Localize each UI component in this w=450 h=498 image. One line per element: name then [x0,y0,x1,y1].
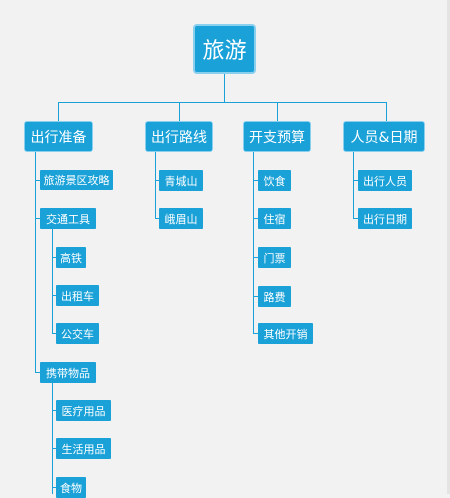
subnode-b1-3-3[interactable]: 食物 [56,477,86,498]
connector-branch-4 [386,102,387,121]
connector-b1-c2-trunk [52,229,53,334]
connector-b3-c1 [253,180,258,181]
connector-b1-c3-g1 [52,410,56,411]
connector-b1-c2-g2 [52,295,56,296]
connector-b1-c2-g1 [52,257,56,258]
subnode-b2-1[interactable]: 青城山 [159,170,203,191]
subnode-b3-3[interactable]: 门票 [258,247,291,268]
connector-b3-c5 [253,333,258,334]
subnode-b1-2[interactable]: 交通工具 [40,208,96,229]
subnode-b3-2[interactable]: 住宿 [258,208,291,229]
subnode-b4-2[interactable]: 出行日期 [358,208,412,229]
connector-b2-c1 [155,180,159,181]
connector-b4-trunk [353,152,354,219]
connector-b1-c3 [35,372,40,373]
subnode-b3-1[interactable]: 饮食 [258,170,291,191]
connector-b1-c3-g3 [52,487,56,488]
connector-b3-trunk [253,152,254,334]
branch-node-3[interactable]: 开支预算 [243,121,311,152]
connector-branch-2 [179,102,180,121]
subnode-b1-3-2[interactable]: 生活用品 [56,438,111,459]
connector-b2-trunk [155,152,156,219]
subnode-b1-1[interactable]: 旅游景区攻略 [40,170,113,190]
subnode-b1-3-1[interactable]: 医疗用品 [56,400,111,421]
root-node[interactable]: 旅游 [193,24,256,74]
subnode-b4-1[interactable]: 出行人员 [358,170,412,191]
connector-b4-c1 [353,180,358,181]
branch-node-2[interactable]: 出行路线 [145,121,213,152]
subnode-b1-2-1[interactable]: 高铁 [56,247,86,268]
branch-node-1[interactable]: 出行准备 [24,121,93,152]
connector-b2-c2 [155,218,159,219]
connector-root-down [224,74,225,103]
page-edge [447,0,450,494]
connector-b3-c4 [253,296,258,297]
connector-branch-3 [277,102,278,121]
subnode-b3-4[interactable]: 路费 [258,286,291,307]
connector-b1-c3-g2 [52,448,56,449]
connector-b1-trunk [35,152,36,373]
connector-b1-c2 [35,218,40,219]
branch-node-4[interactable]: 人员&日期 [343,121,425,152]
subnode-b1-2-3[interactable]: 公交车 [56,323,99,344]
connector-b1-c1 [35,180,40,181]
subnode-b1-3[interactable]: 携带物品 [40,362,96,383]
connector-b1-c3-trunk [52,383,53,494]
subnode-b1-2-2[interactable]: 出租车 [56,285,99,306]
connector-b4-c2 [353,218,358,219]
connector-branch-bar [58,102,386,103]
connector-branch-1 [58,102,59,121]
subnode-b2-2[interactable]: 峨眉山 [159,208,203,229]
connector-b3-c3 [253,257,258,258]
subnode-b3-5[interactable]: 其他开销 [258,323,313,344]
connector-b3-c2 [253,218,258,219]
connector-b1-c2-g3 [52,333,56,334]
